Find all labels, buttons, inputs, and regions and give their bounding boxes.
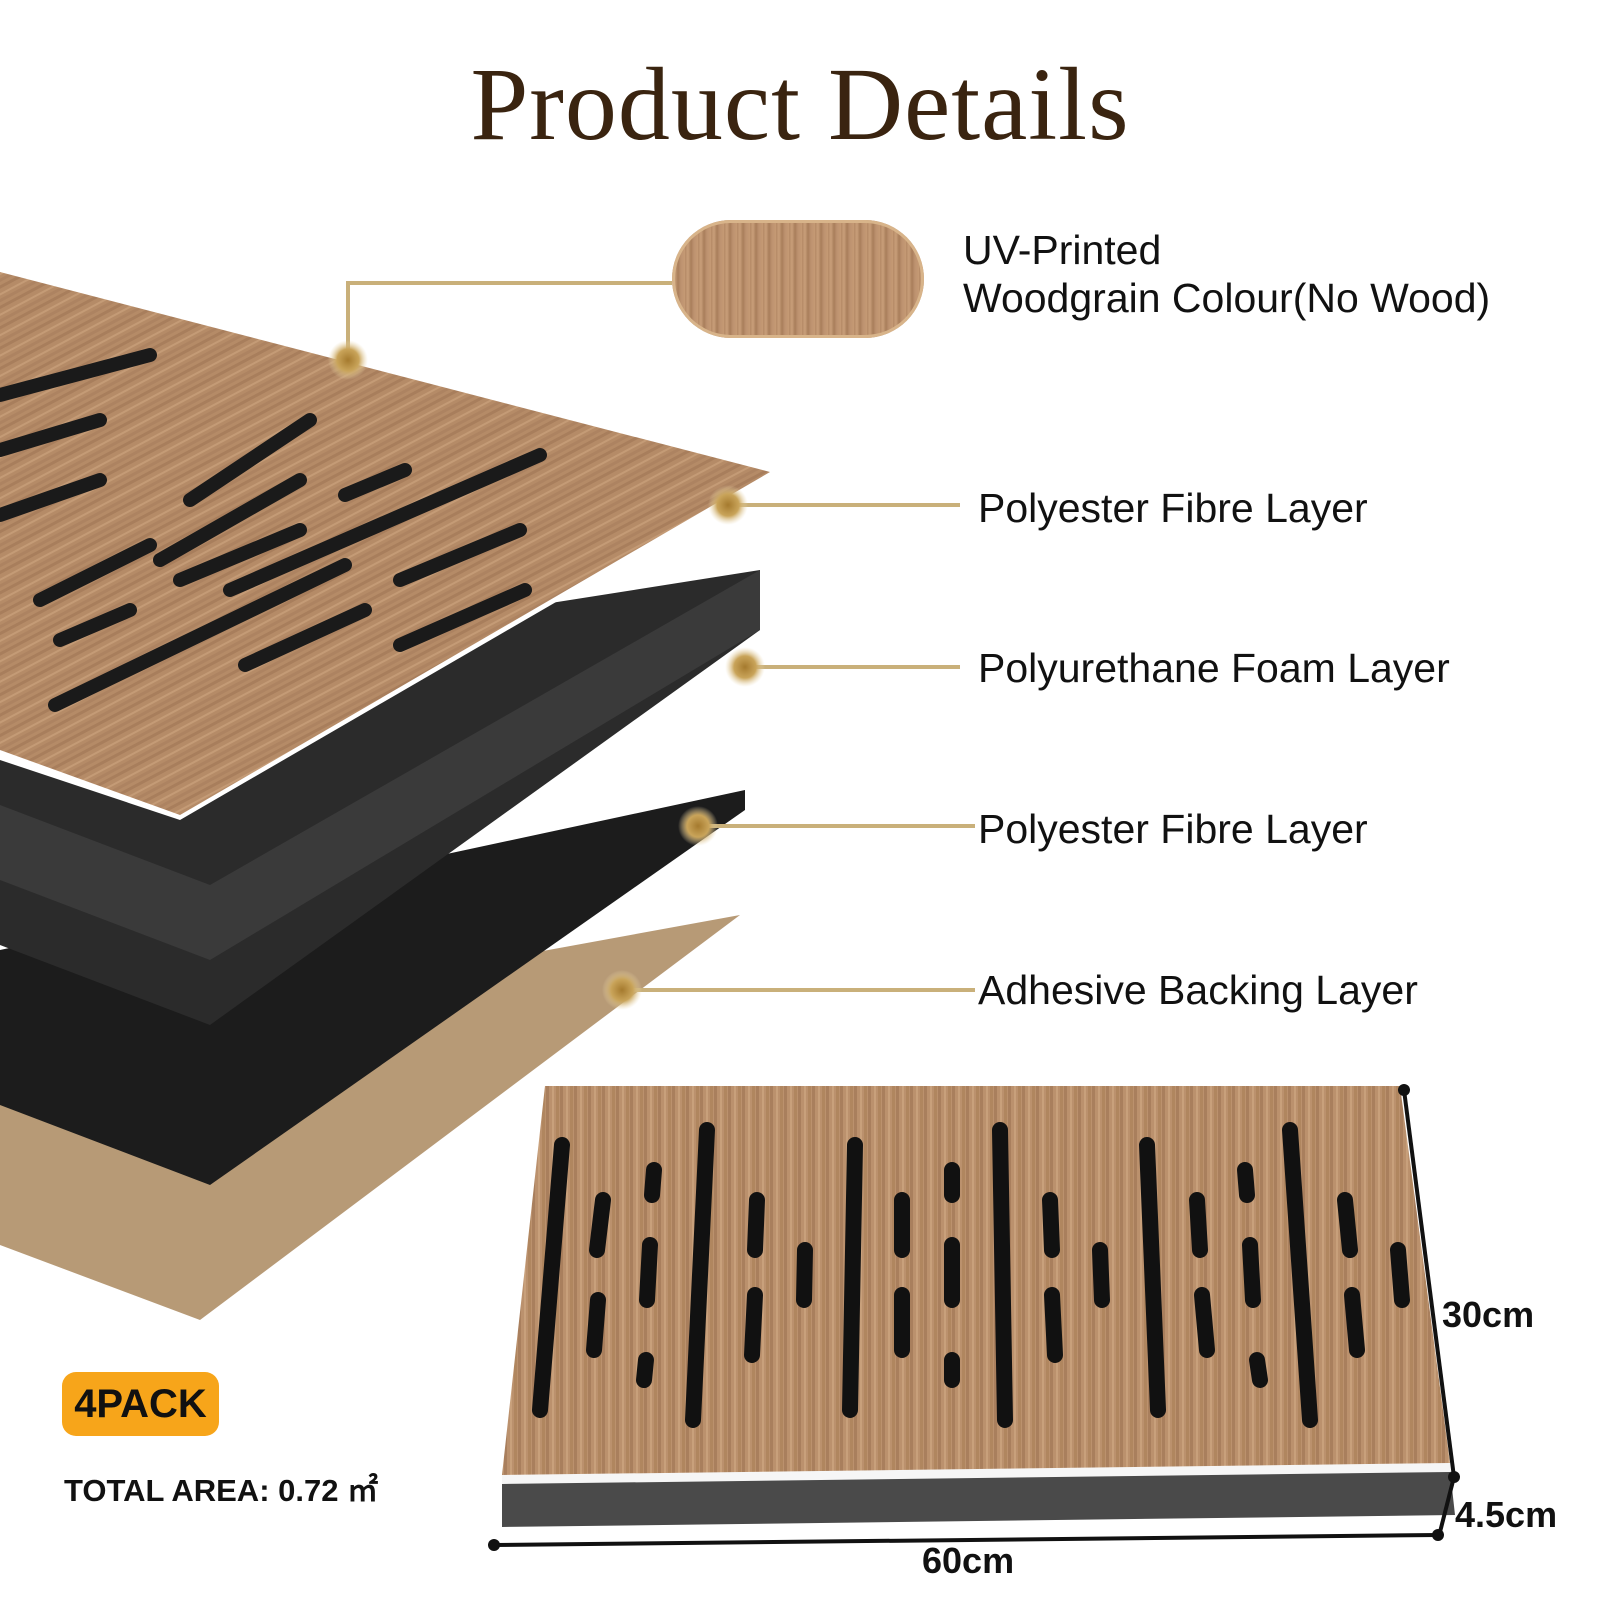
depth-dimension-label: 4.5cm: [1455, 1494, 1558, 1535]
uv-label-line2: Woodgrain Colour(No Wood): [963, 275, 1491, 321]
woodgrain-top-layer: [0, 272, 770, 815]
layer-label-polyester-bottom: Polyester Fibre Layer: [978, 806, 1368, 852]
uv-printed-label: UV-Printed Woodgrain Colour(No Wood): [963, 226, 1490, 322]
dimension-lines: [493, 1089, 1456, 1547]
panel-foam-edge: [502, 1470, 1455, 1527]
pack-count-badge: 4PACK: [62, 1372, 219, 1436]
page-title: Product Details: [470, 47, 1130, 162]
panel-woodgrain-face: [502, 1086, 1450, 1475]
assembled-panel: [502, 1086, 1455, 1527]
panel-slots: [532, 1122, 1410, 1428]
layer-label-polyurethane-foam: Polyurethane Foam Layer: [978, 645, 1450, 691]
height-dimension-label: 30cm: [1442, 1294, 1535, 1335]
top-layer-slots: [0, 348, 547, 712]
bottom-fibre-layer: [0, 790, 745, 1185]
layer-label-polyester-top: Polyester Fibre Layer: [978, 485, 1368, 531]
width-dimension-label: 60cm: [922, 1540, 1015, 1581]
layer-label-adhesive-backing: Adhesive Backing Layer: [978, 967, 1418, 1013]
callout-dots: [328, 340, 765, 1010]
uv-label-line1: UV-Printed: [963, 227, 1162, 273]
woodgrain-sample-swatch: [672, 220, 924, 338]
total-area-text: TOTAL AREA: 0.72 ㎡: [64, 1473, 379, 1508]
callout-lines: [346, 281, 975, 992]
